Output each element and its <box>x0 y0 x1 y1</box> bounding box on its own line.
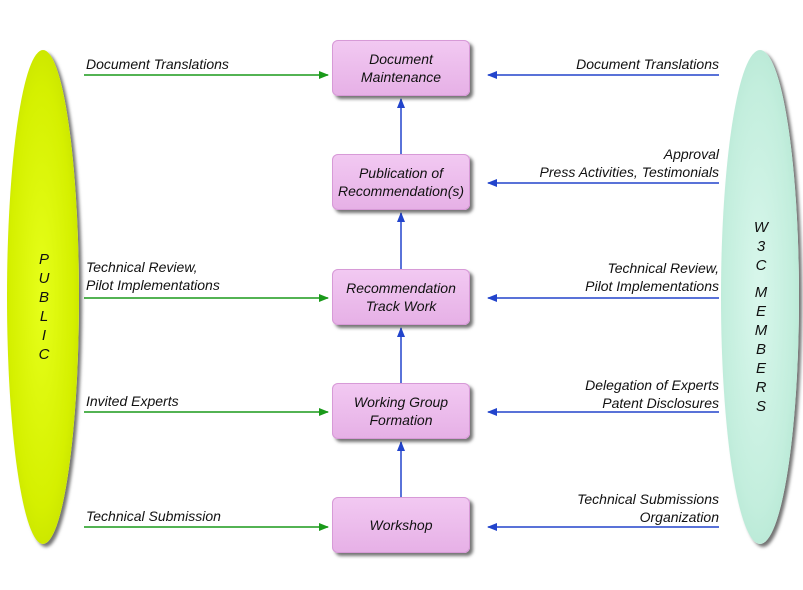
box-document-maintenance: Document Maintenance <box>332 40 470 96</box>
w3c-members-ellipse <box>721 50 799 544</box>
vertical-letter: M <box>754 284 768 301</box>
vertical-letter: C <box>755 257 767 274</box>
vertical-letter: S <box>755 398 766 415</box>
vertical-letter: P <box>38 251 49 268</box>
vertical-letter: I <box>41 327 47 344</box>
box-recommendation-track-work: Recommendation Track Work <box>332 269 470 325</box>
public-label-tech-submission: Technical Submission <box>86 508 221 524</box>
member-label-approval: Approval Press Activities, Testimonials <box>539 146 719 180</box>
vertical-letter: L <box>39 308 49 325</box>
box-publication-of-recommendations: Publication of Recommendation(s) <box>332 154 470 210</box>
box-label-wg-formation: Working Group Formation <box>353 394 449 428</box>
vertical-letter: B <box>38 289 49 306</box>
vertical-letter: R <box>755 379 767 396</box>
member-label-doc-translations: Document Translations <box>576 56 719 72</box>
box-label-document-maintenance: Document Maintenance <box>360 51 442 85</box>
vertical-letter: C <box>38 346 50 363</box>
vertical-letter: E <box>755 360 766 377</box>
box-working-group-formation: Working Group Formation <box>332 383 470 439</box>
vertical-letter: B <box>755 341 766 358</box>
member-label-delegation: Delegation of Experts Patent Disclosures <box>585 377 719 411</box>
box-workshop: Workshop <box>332 497 470 553</box>
public-label-tech-review: Technical Review, Pilot Implementations <box>86 259 220 293</box>
public-ellipse <box>7 50 79 544</box>
box-label-rec-track: Recommendation Track Work <box>346 280 456 314</box>
vertical-letter: M <box>754 322 768 339</box>
public-label-doc-translations: Document Translations <box>86 56 229 72</box>
vertical-letter: E <box>755 303 766 320</box>
member-label-tech-submissions: Technical Submissions Organization <box>577 491 719 525</box>
vertical-letter: 3 <box>756 238 766 255</box>
public-label-invited-experts: Invited Experts <box>86 393 179 409</box>
vertical-letter: U <box>38 270 50 287</box>
box-label-workshop: Workshop <box>369 517 433 533</box>
vertical-letter: W <box>753 219 769 236</box>
member-label-tech-review: Technical Review, Pilot Implementations <box>585 260 719 294</box>
box-label-publication: Publication of Recommendation(s) <box>337 165 465 199</box>
